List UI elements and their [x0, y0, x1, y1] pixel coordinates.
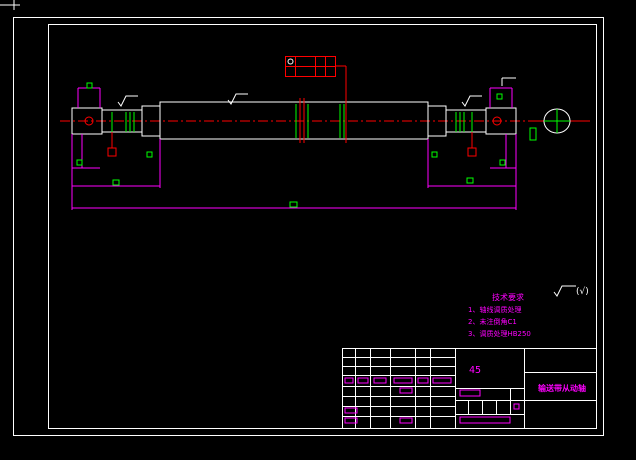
tech-requirement-item-3: 3、调质处理HB250: [468, 330, 531, 338]
section-view: [501, 77, 590, 141]
title-block: [342, 348, 597, 429]
tech-requirement-item-2: 2、未注倒角C1: [468, 318, 517, 326]
left-dimensions: [71, 87, 517, 210]
corner-marks: [0, 0, 20, 10]
title-block-fields: [344, 377, 520, 424]
material-grade: 45: [469, 365, 482, 376]
shaft-outline: [71, 98, 517, 143]
inner-frame: [48, 24, 597, 429]
roughness-symbols: [117, 93, 482, 107]
hatch-marks: [111, 104, 473, 138]
gdt-frame: [285, 56, 347, 102]
outer-frame: [13, 17, 604, 436]
tolerance-boxes: [107, 132, 477, 157]
global-roughness-symbol: [553, 285, 576, 297]
part-name: 输送带从动轴: [538, 384, 586, 393]
surface-finish-note: (√): [576, 287, 589, 297]
tech-requirements-title: 技术要求: [492, 293, 524, 302]
tech-requirement-item-1: 1、轴线调质处理: [468, 306, 522, 314]
marker-squares: [76, 82, 506, 208]
